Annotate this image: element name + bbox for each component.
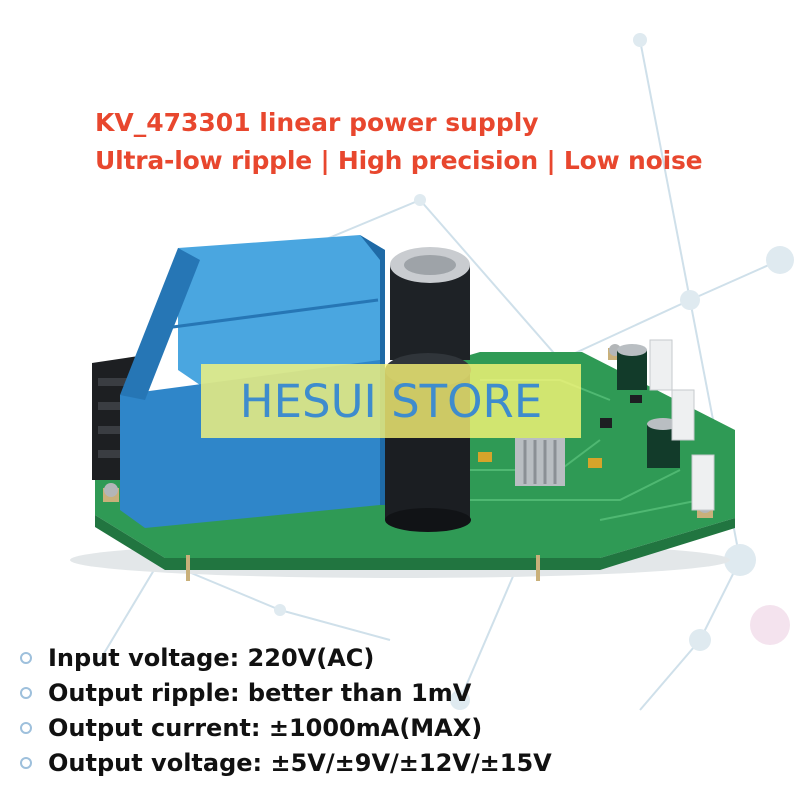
bullet-circle-icon: [20, 756, 32, 769]
spec-list: Input voltage: 220V(AC) Output ripple: b…: [20, 640, 790, 780]
bullet-circle-icon: [20, 686, 32, 699]
bullet-circle-icon: [20, 721, 32, 734]
store-watermark: HESUI STORE: [201, 364, 581, 438]
small-components: [478, 344, 680, 468]
product-tagline: Ultra-low ripple | High precision | Low …: [95, 146, 703, 175]
spec-item: Output ripple: better than 1mV: [20, 675, 790, 710]
spec-output-ripple: Output ripple: better than 1mV: [48, 678, 472, 707]
spec-item: Output voltage: ±5V/±9V/±12V/±15V: [20, 745, 790, 780]
spec-input-voltage: Input voltage: 220V(AC): [48, 643, 375, 672]
spec-output-current: Output current: ±1000mA(MAX): [48, 713, 483, 742]
output-connectors: [649, 339, 715, 511]
product-title: KV_473301 linear power supply: [95, 108, 539, 137]
heatsink: [515, 438, 565, 486]
bullet-circle-icon: [20, 651, 32, 664]
watermark-text: HESUI STORE: [239, 374, 543, 428]
spec-output-voltage: Output voltage: ±5V/±9V/±12V/±15V: [48, 748, 552, 777]
spec-item: Input voltage: 220V(AC): [20, 640, 790, 675]
spec-item: Output current: ±1000mA(MAX): [20, 710, 790, 745]
pcb-edge: [95, 515, 735, 570]
